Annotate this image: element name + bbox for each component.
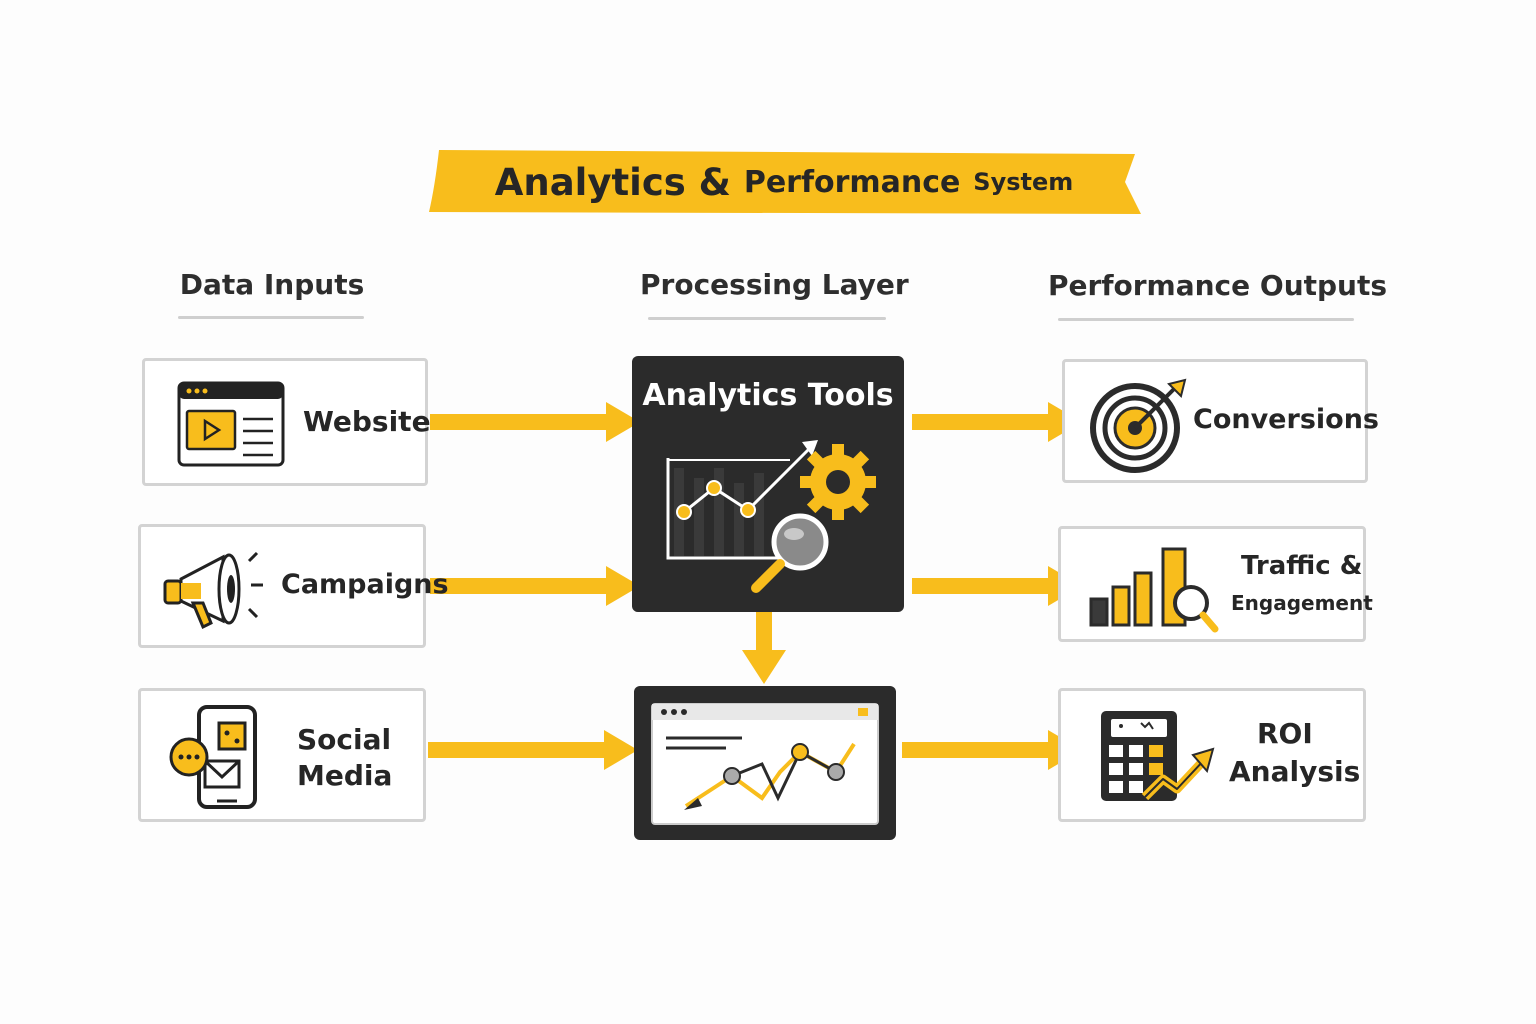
phone-social-icon bbox=[169, 705, 257, 809]
processing-analytics-tools[interactable]: Analytics Tools bbox=[632, 356, 904, 612]
output-card-traffic-engagement[interactable]: Traffic & Engagement bbox=[1058, 526, 1373, 642]
title-part-3: System bbox=[973, 168, 1074, 196]
browser-video-icon bbox=[177, 381, 285, 467]
column-rule-inputs bbox=[178, 316, 364, 319]
input-label-media: Media bbox=[297, 759, 393, 792]
input-label-social: Social bbox=[297, 723, 392, 756]
processing-dashboard[interactable] bbox=[634, 686, 896, 840]
arrow-tools-to-conversions bbox=[912, 402, 1082, 442]
dashboard-line-chart-icon bbox=[651, 703, 879, 825]
column-rule-processing bbox=[648, 317, 886, 320]
bar-chart-magnifier-icon bbox=[1089, 547, 1219, 633]
calculator-growth-icon bbox=[1101, 711, 1215, 801]
column-header-inputs: Data Inputs bbox=[179, 268, 365, 301]
input-label-campaigns: Campaigns bbox=[281, 569, 449, 600]
input-card-website[interactable]: Website bbox=[142, 358, 431, 486]
banner-ribbon bbox=[429, 150, 1141, 214]
arrow-campaigns-to-tools bbox=[430, 566, 640, 606]
analytics-tools-title: Analytics Tools bbox=[642, 378, 894, 413]
output-card-conversions[interactable]: Conversions bbox=[1062, 359, 1379, 483]
input-card-campaigns[interactable]: Campaigns bbox=[138, 524, 449, 648]
output-label-engagement: Engagement bbox=[1231, 591, 1373, 615]
arrow-social-to-dashboard bbox=[428, 730, 638, 770]
arrow-website-to-tools bbox=[430, 402, 640, 442]
arrow-tools-to-dashboard bbox=[742, 612, 786, 684]
column-rule-outputs bbox=[1058, 318, 1354, 321]
column-header-outputs: Performance Outputs bbox=[1048, 269, 1388, 302]
output-label-conversions: Conversions bbox=[1193, 404, 1379, 435]
arrow-tools-to-traffic bbox=[912, 566, 1082, 606]
input-card-social-media[interactable]: Social Media bbox=[138, 688, 426, 822]
output-label-roi: ROI bbox=[1257, 717, 1313, 750]
output-label-analysis: Analysis bbox=[1229, 755, 1361, 788]
title-part-1: Analytics & bbox=[494, 160, 731, 204]
column-header-processing: Processing Layer bbox=[640, 268, 909, 301]
input-label-website: Website bbox=[303, 405, 431, 438]
output-card-roi-analysis[interactable]: ROI Analysis bbox=[1058, 688, 1366, 822]
output-label-traffic: Traffic & bbox=[1241, 551, 1363, 581]
chart-gear-magnifier-icon bbox=[666, 440, 876, 593]
target-dart-icon bbox=[1090, 378, 1187, 473]
title-banner: Analytics & Performance System bbox=[425, 146, 1143, 218]
arrow-dashboard-to-roi bbox=[902, 730, 1082, 770]
page-title: Analytics & Performance System bbox=[425, 146, 1143, 218]
megaphone-icon bbox=[163, 551, 263, 630]
title-part-2: Performance bbox=[743, 164, 961, 200]
